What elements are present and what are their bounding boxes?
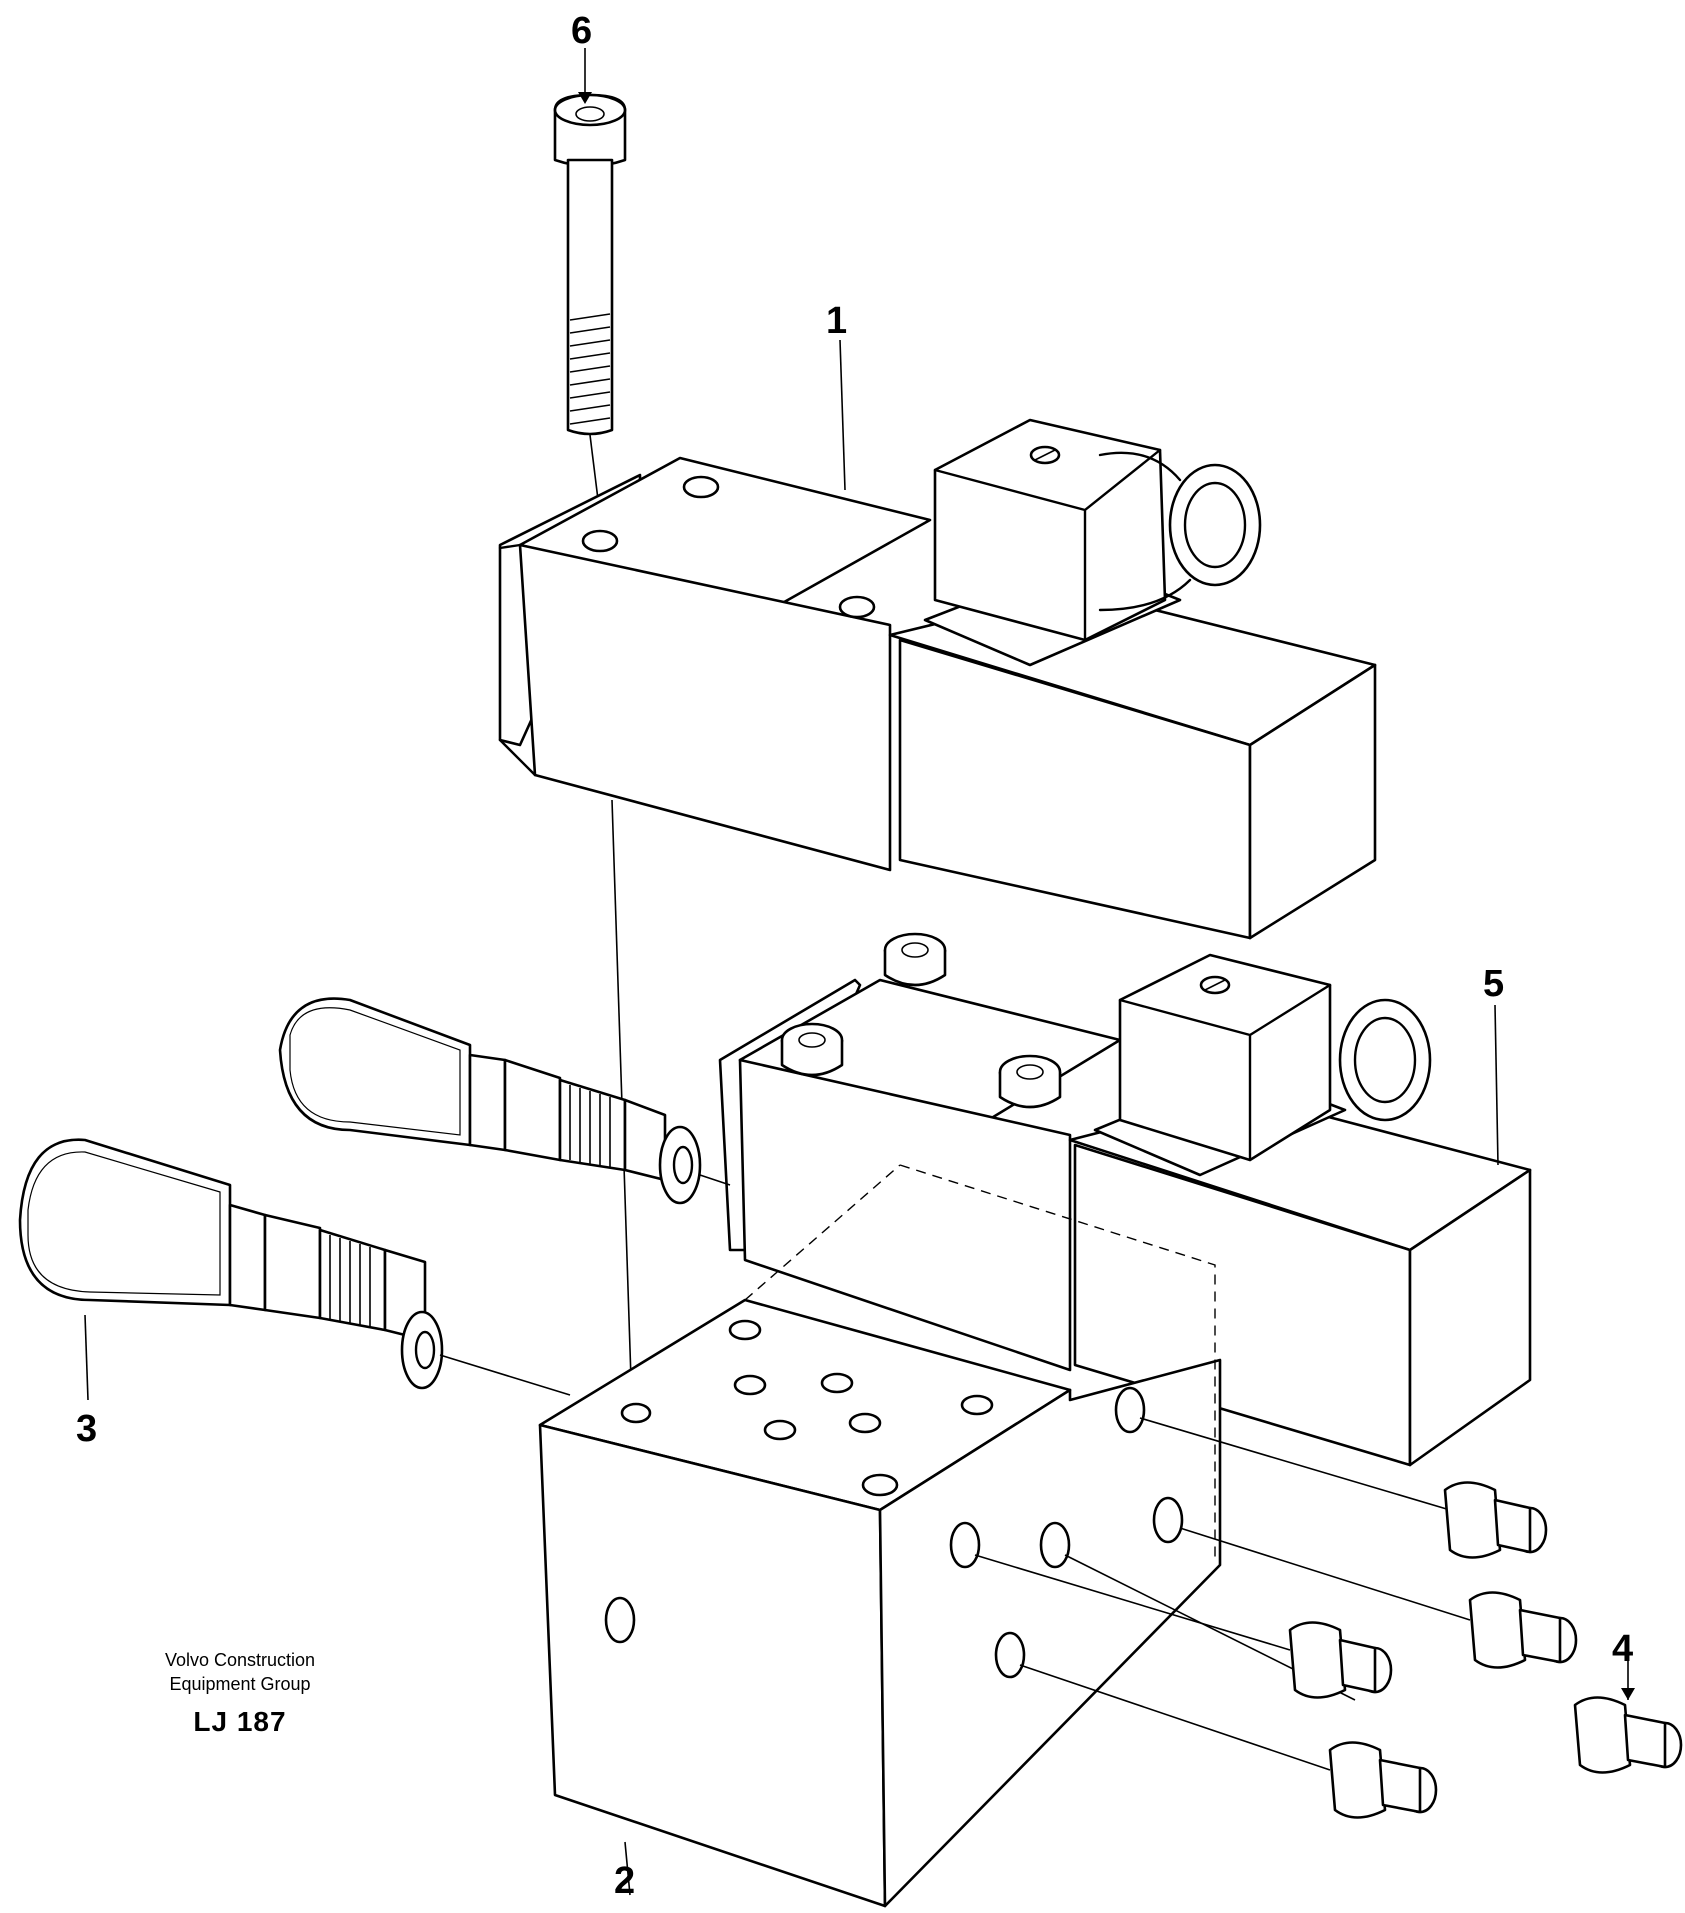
credit-line-1: Volvo Construction xyxy=(164,1650,316,1670)
publisher-credit: Volvo Construction Equipment Group LJ 18… xyxy=(120,1648,360,1738)
leader-4-arrow xyxy=(1621,1688,1635,1700)
callout-1: 1 xyxy=(826,300,848,342)
callout-5: 5 xyxy=(1483,963,1505,1005)
knurled-cartridge-upper xyxy=(278,997,731,1205)
callout-3: 3 xyxy=(76,1408,98,1450)
leader-5 xyxy=(1494,1004,1499,1166)
callout-6: 6 xyxy=(571,10,593,52)
callout-4: 4 xyxy=(1612,1628,1634,1670)
plug-parts-4 xyxy=(974,1417,1683,1819)
leader-6-arrow xyxy=(578,92,592,104)
cap-screw-part-6 xyxy=(553,93,627,549)
callout-2: 2 xyxy=(614,1860,636,1902)
credit-line-2: Equipment Group xyxy=(169,1674,311,1694)
leader-1 xyxy=(839,339,846,491)
manifold-block-part-2 xyxy=(538,1164,1222,1908)
drawing-code: LJ 187 xyxy=(193,1706,287,1737)
knurled-cartridge-lower xyxy=(18,1138,571,1401)
solenoid-valve-part-1 xyxy=(498,418,1377,940)
